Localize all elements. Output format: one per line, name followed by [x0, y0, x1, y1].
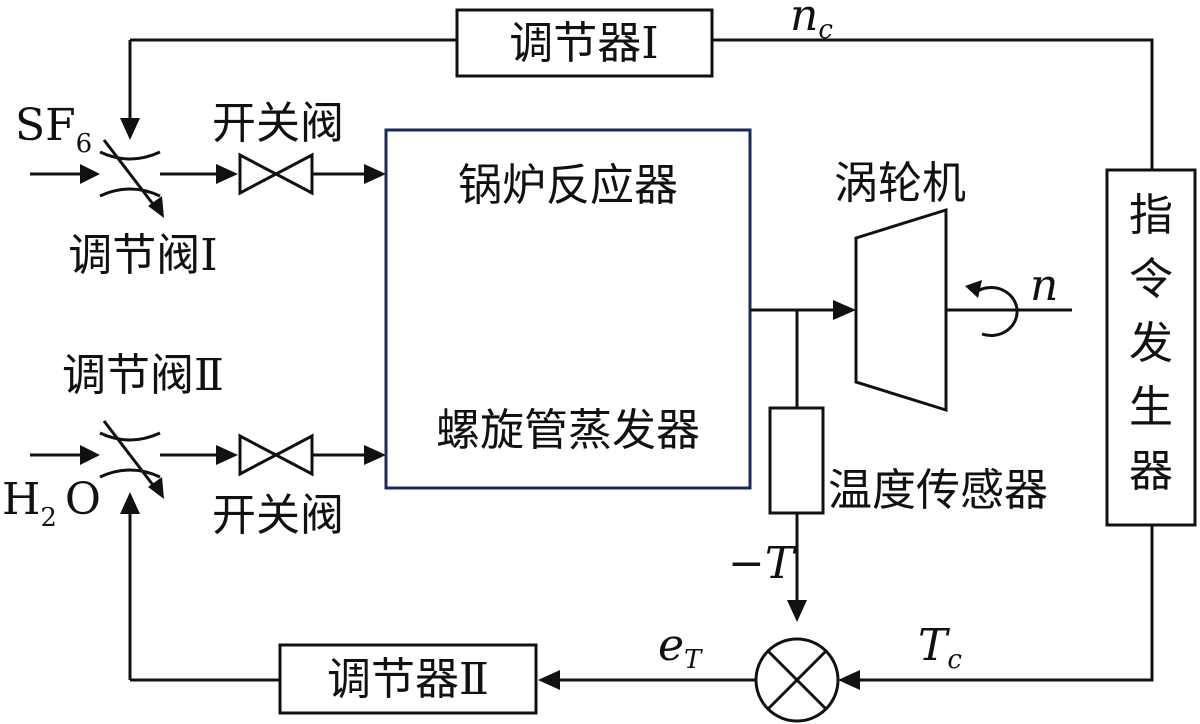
command-generator-char-2: 令 [1129, 254, 1173, 305]
sf6-inlet-line: SF6 开关阀 调节阀Ⅰ [15, 98, 386, 281]
boiler-reactor-box: 锅炉反应器 螺旋管蒸发器 [384, 128, 752, 490]
regulating-valve-2 [99, 420, 164, 499]
temperature-sensor-label: 温度传感器 [828, 465, 1048, 516]
command-generator-char-4: 生 [1129, 382, 1173, 433]
spiral-evaporator-label: 螺旋管蒸发器 [436, 405, 700, 456]
turbine: 涡轮机 n [834, 158, 1072, 413]
switch-valve-bottom [238, 433, 314, 477]
steam-output-line [750, 300, 856, 320]
command-generator-box: 指 令 发 生 器 [1105, 168, 1197, 527]
regulating-valve-2-label: 调节阀Ⅱ [62, 350, 224, 401]
regulator-1-label: 调节器Ⅰ [509, 18, 658, 69]
summing-junction [754, 637, 840, 723]
speed-label: n [1030, 260, 1058, 311]
switch-valve-top [238, 152, 314, 196]
command-generator-char-1: 指 [1129, 190, 1173, 241]
neg-temperature-label: −T [728, 538, 798, 589]
switch-valve-bottom-label: 开关阀 [212, 490, 344, 541]
turbine-label: 涡轮机 [834, 158, 966, 209]
temp-command-label: Tc [918, 620, 962, 675]
regulator-1-box: 调节器Ⅰ [455, 8, 714, 78]
command-generator-char-3: 发 [1129, 318, 1173, 369]
regulating-valve-1 [99, 139, 164, 218]
temp-error-label: eT [658, 620, 703, 675]
switch-valve-top-label: 开关阀 [212, 98, 344, 149]
temperature-sensor: 温度传感器 −T [728, 310, 1048, 622]
boiler-reactor-label: 锅炉反应器 [458, 160, 678, 211]
regulating-valve-1-label: 调节阀Ⅰ [68, 230, 217, 281]
regulator-2-label: 调节器Ⅱ [327, 654, 489, 705]
regulator-2-box: 调节器Ⅱ [278, 643, 538, 715]
bottom-feedback-loop: Tc eT [120, 492, 1154, 723]
command-generator-char-5: 器 [1129, 446, 1173, 497]
sf6-label: SF6 [15, 100, 92, 159]
speed-command-label: nc [790, 0, 833, 45]
